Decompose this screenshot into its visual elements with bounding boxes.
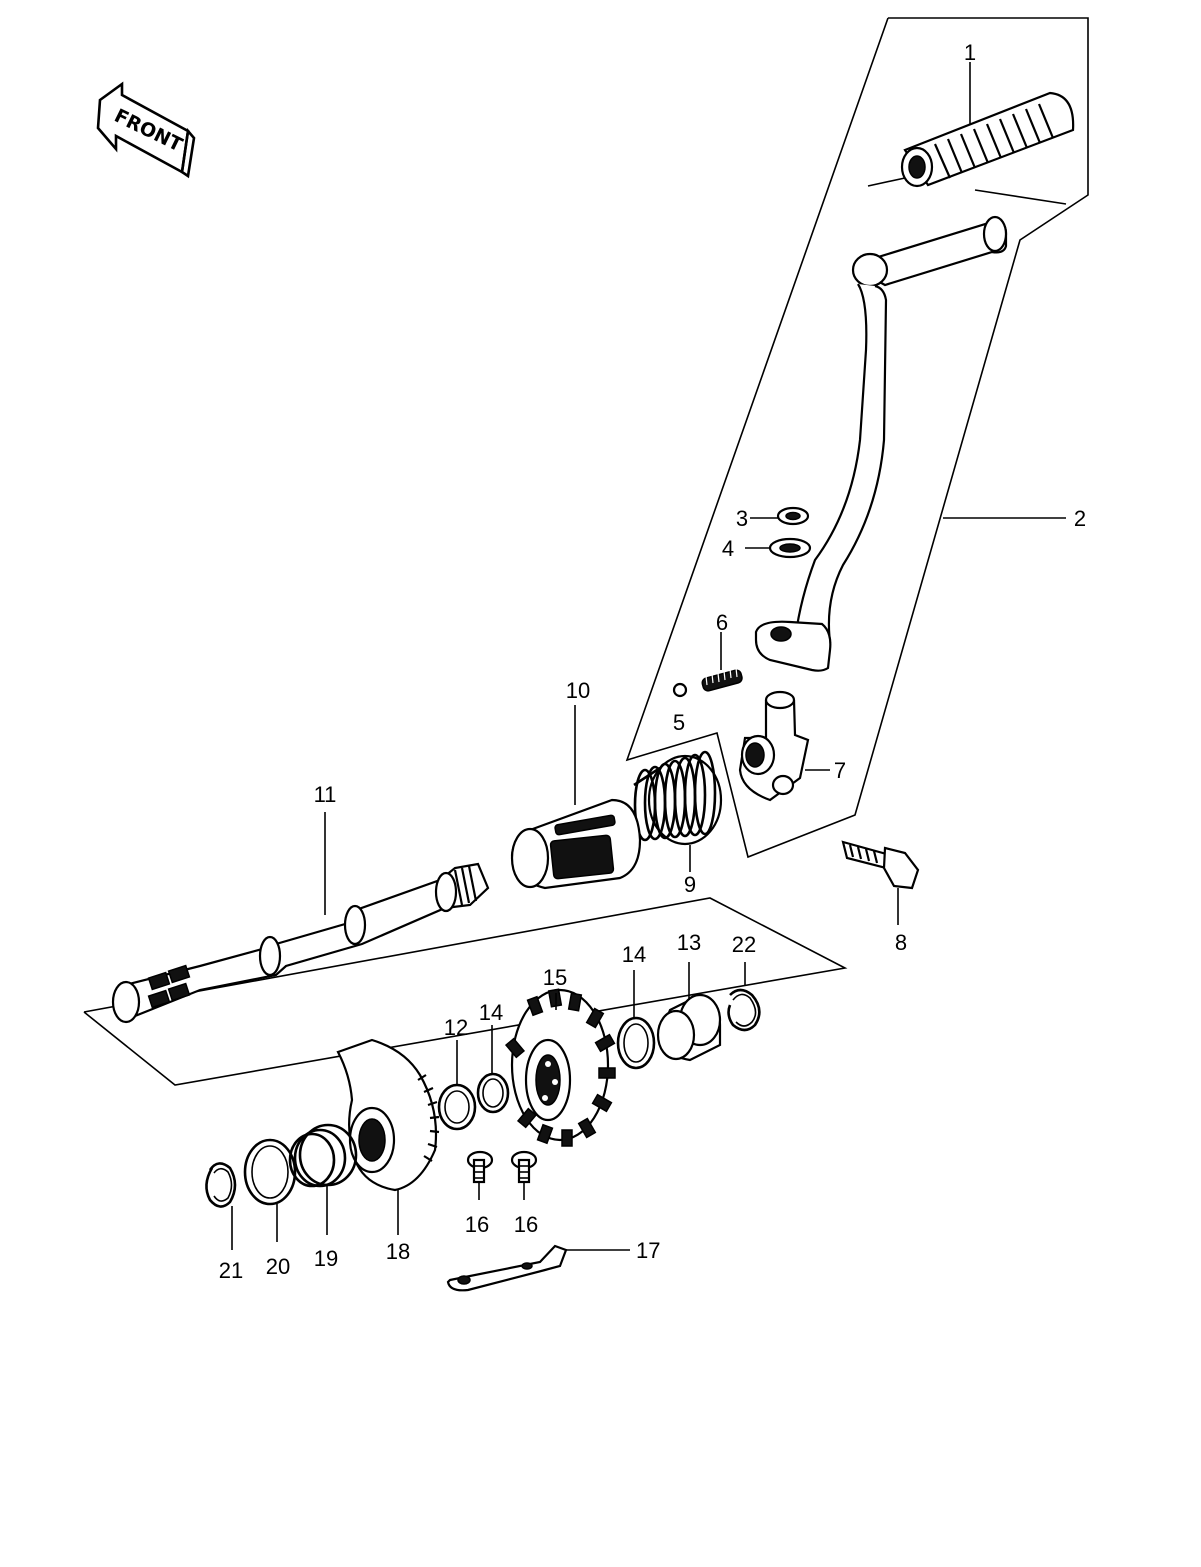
callout-21: 21 <box>219 1258 243 1283</box>
front-direction-badge: FRONT <box>96 81 196 179</box>
callout-6: 6 <box>716 610 728 635</box>
front-badge-label: FRONT <box>111 105 186 157</box>
part-10-spring-guide <box>510 705 642 890</box>
part-14-washer-left <box>476 1025 510 1114</box>
part-4-washer <box>768 537 812 559</box>
callout-19: 19 <box>314 1246 338 1271</box>
callout-8: 8 <box>895 930 907 955</box>
part-22-circlip <box>727 962 761 1032</box>
callout-10: 10 <box>566 678 590 703</box>
kick-pedal-assembly-outline <box>625 17 1089 859</box>
callout-12: 12 <box>444 1015 468 1040</box>
callout-16a: 16 <box>465 1212 489 1237</box>
callout-20: 20 <box>266 1254 290 1279</box>
callout-5: 5 <box>673 710 685 735</box>
part-18-ratchet <box>336 1038 440 1235</box>
part-15-kick-gear <box>504 988 616 1147</box>
part-21-circlip <box>205 1162 237 1250</box>
callout-2: 2 <box>1074 506 1086 531</box>
shaft-assembly-outline <box>83 897 848 1086</box>
callout-16b: 16 <box>514 1212 538 1237</box>
part-17-guide-plate <box>446 1244 630 1292</box>
part-11-kick-shaft <box>111 812 490 1024</box>
part-3-nut <box>776 506 810 526</box>
callout-4: 4 <box>722 536 734 561</box>
kick-arm <box>754 215 1008 672</box>
part-8-bolt <box>841 840 920 925</box>
part-16-screw-right <box>510 1150 538 1200</box>
callout-3: 3 <box>736 506 748 531</box>
part-7-pedal-holder <box>738 690 810 802</box>
part-9-spring <box>633 750 723 872</box>
callout-11: 11 <box>314 782 337 807</box>
part-14-washer-right <box>616 970 656 1070</box>
callout-1: 1 <box>964 40 976 65</box>
part-12-washer <box>437 1040 477 1131</box>
part-20-washer <box>243 1138 297 1242</box>
callout-14b: 14 <box>622 942 646 967</box>
callout-18: 18 <box>386 1239 410 1264</box>
pedal-rubber <box>867 91 1075 205</box>
part-6-spring <box>701 667 743 692</box>
callout-labels: 1 2 3 4 5 6 7 8 9 10 11 12 13 14 14 15 1… <box>219 40 1086 1283</box>
leader-lines <box>720 62 1066 771</box>
callout-7: 7 <box>834 758 846 783</box>
part-13-collar <box>656 962 722 1062</box>
callout-22: 22 <box>732 932 756 957</box>
part-19-spring <box>288 1123 358 1235</box>
callout-9: 9 <box>684 872 696 897</box>
part-5-ball <box>672 682 688 698</box>
callout-17: 17 <box>636 1238 660 1263</box>
callout-15: 15 <box>543 965 567 990</box>
callout-13: 13 <box>677 930 701 955</box>
part-16-screw-left <box>466 1150 494 1200</box>
callout-14a: 14 <box>479 1000 503 1025</box>
